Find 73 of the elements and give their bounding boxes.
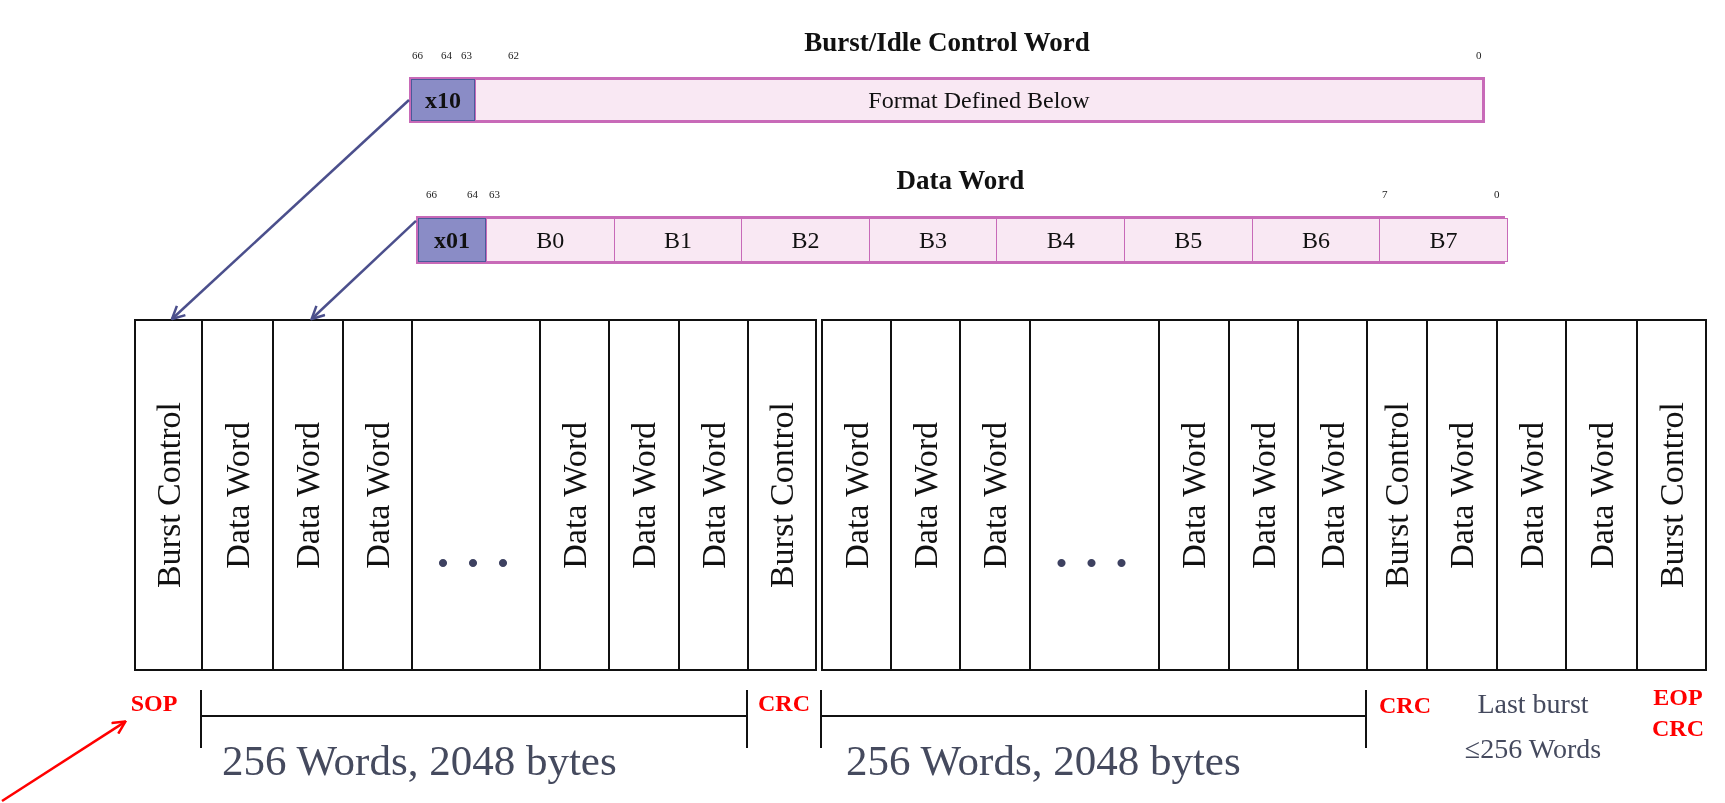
bit-field: Format Defined Below (475, 79, 1483, 121)
word-slot (201, 319, 274, 671)
slot-label: Data Word (1175, 421, 1213, 569)
slot-label: Data Word (837, 421, 876, 569)
note-text: Last burst ≤256 Words (1463, 687, 1603, 766)
bit-number: 63 (489, 188, 500, 200)
slot-label: Data Word (555, 421, 594, 569)
bit-number: 0 (1476, 49, 1482, 61)
slot-label: Burst Control (1378, 401, 1416, 589)
span-label: 256 Words, 2048 bytes (222, 736, 617, 785)
word-slot (821, 319, 892, 671)
word-slot (959, 319, 1031, 671)
bit-number: 0 (1494, 188, 1500, 200)
slot-label: Data Word (1512, 421, 1551, 569)
marker-label: CRC (1378, 691, 1432, 720)
bit-number: 62 (508, 49, 519, 61)
slot-label: Burst Control (763, 401, 801, 589)
slot-label: Data Word (1582, 421, 1621, 569)
bit-field: B0 (486, 218, 615, 262)
bit-number: 64 (441, 49, 452, 61)
marker-label: EOP CRC (1651, 683, 1705, 744)
word-slot (1158, 319, 1230, 671)
register-title: Burst/Idle Control Word (804, 27, 1090, 58)
sop-label: SOP (128, 688, 180, 720)
slot-label: Data Word (906, 421, 945, 569)
slot-label: Burst Control (149, 401, 188, 589)
bit-number: 63 (461, 49, 472, 61)
bit-field: B6 (1251, 218, 1381, 262)
bit-number: 64 (467, 188, 478, 200)
bit-number: 7 (1382, 188, 1388, 200)
word-slot (539, 319, 610, 671)
register-title: Data Word (896, 165, 1025, 196)
arrow (170, 99, 410, 321)
slot-label: Burst Control (1652, 401, 1691, 589)
slot-label: Data Word (358, 421, 397, 569)
word-slot (1426, 319, 1498, 671)
arrow (310, 219, 417, 321)
slot-label: Data Word (625, 421, 663, 569)
word-slot (272, 319, 344, 671)
word-slot (1565, 319, 1638, 671)
bit-field: B4 (996, 218, 1125, 262)
bit-number: 66 (426, 188, 437, 200)
word-slot (608, 319, 680, 671)
header-field: x01 (418, 218, 486, 262)
marker-label: CRC (757, 689, 811, 718)
slot-label: Data Word (218, 421, 257, 569)
bit-field: B5 (1124, 218, 1253, 262)
word-slot (747, 319, 817, 671)
slot-label: Data Word (1244, 421, 1283, 569)
bit-field: B7 (1379, 218, 1508, 262)
word-slot (1029, 319, 1160, 671)
word-slot (678, 319, 749, 671)
bit-number: 66 (412, 49, 423, 61)
word-slot (342, 319, 413, 671)
header-field: x10 (411, 79, 475, 121)
word-slot (1297, 319, 1368, 671)
bit-field: B2 (741, 218, 870, 262)
slot-label: Data Word (694, 421, 733, 569)
slot-label: Data Word (289, 421, 327, 569)
bit-field: B1 (613, 218, 743, 262)
slot-label: Data Word (1313, 421, 1352, 569)
word-slot (890, 319, 961, 671)
word-slot (1228, 319, 1299, 671)
slot-label: Data Word (976, 421, 1014, 569)
word-slot (134, 319, 203, 671)
slot-label: Data Word (1443, 421, 1481, 569)
span-label: 256 Words, 2048 bytes (846, 736, 1241, 785)
word-slot (1636, 319, 1707, 671)
arrow (1, 720, 127, 803)
word-slot (1366, 319, 1428, 671)
word-slot (1496, 319, 1567, 671)
word-slot (411, 319, 541, 671)
bit-field: B3 (868, 218, 998, 262)
